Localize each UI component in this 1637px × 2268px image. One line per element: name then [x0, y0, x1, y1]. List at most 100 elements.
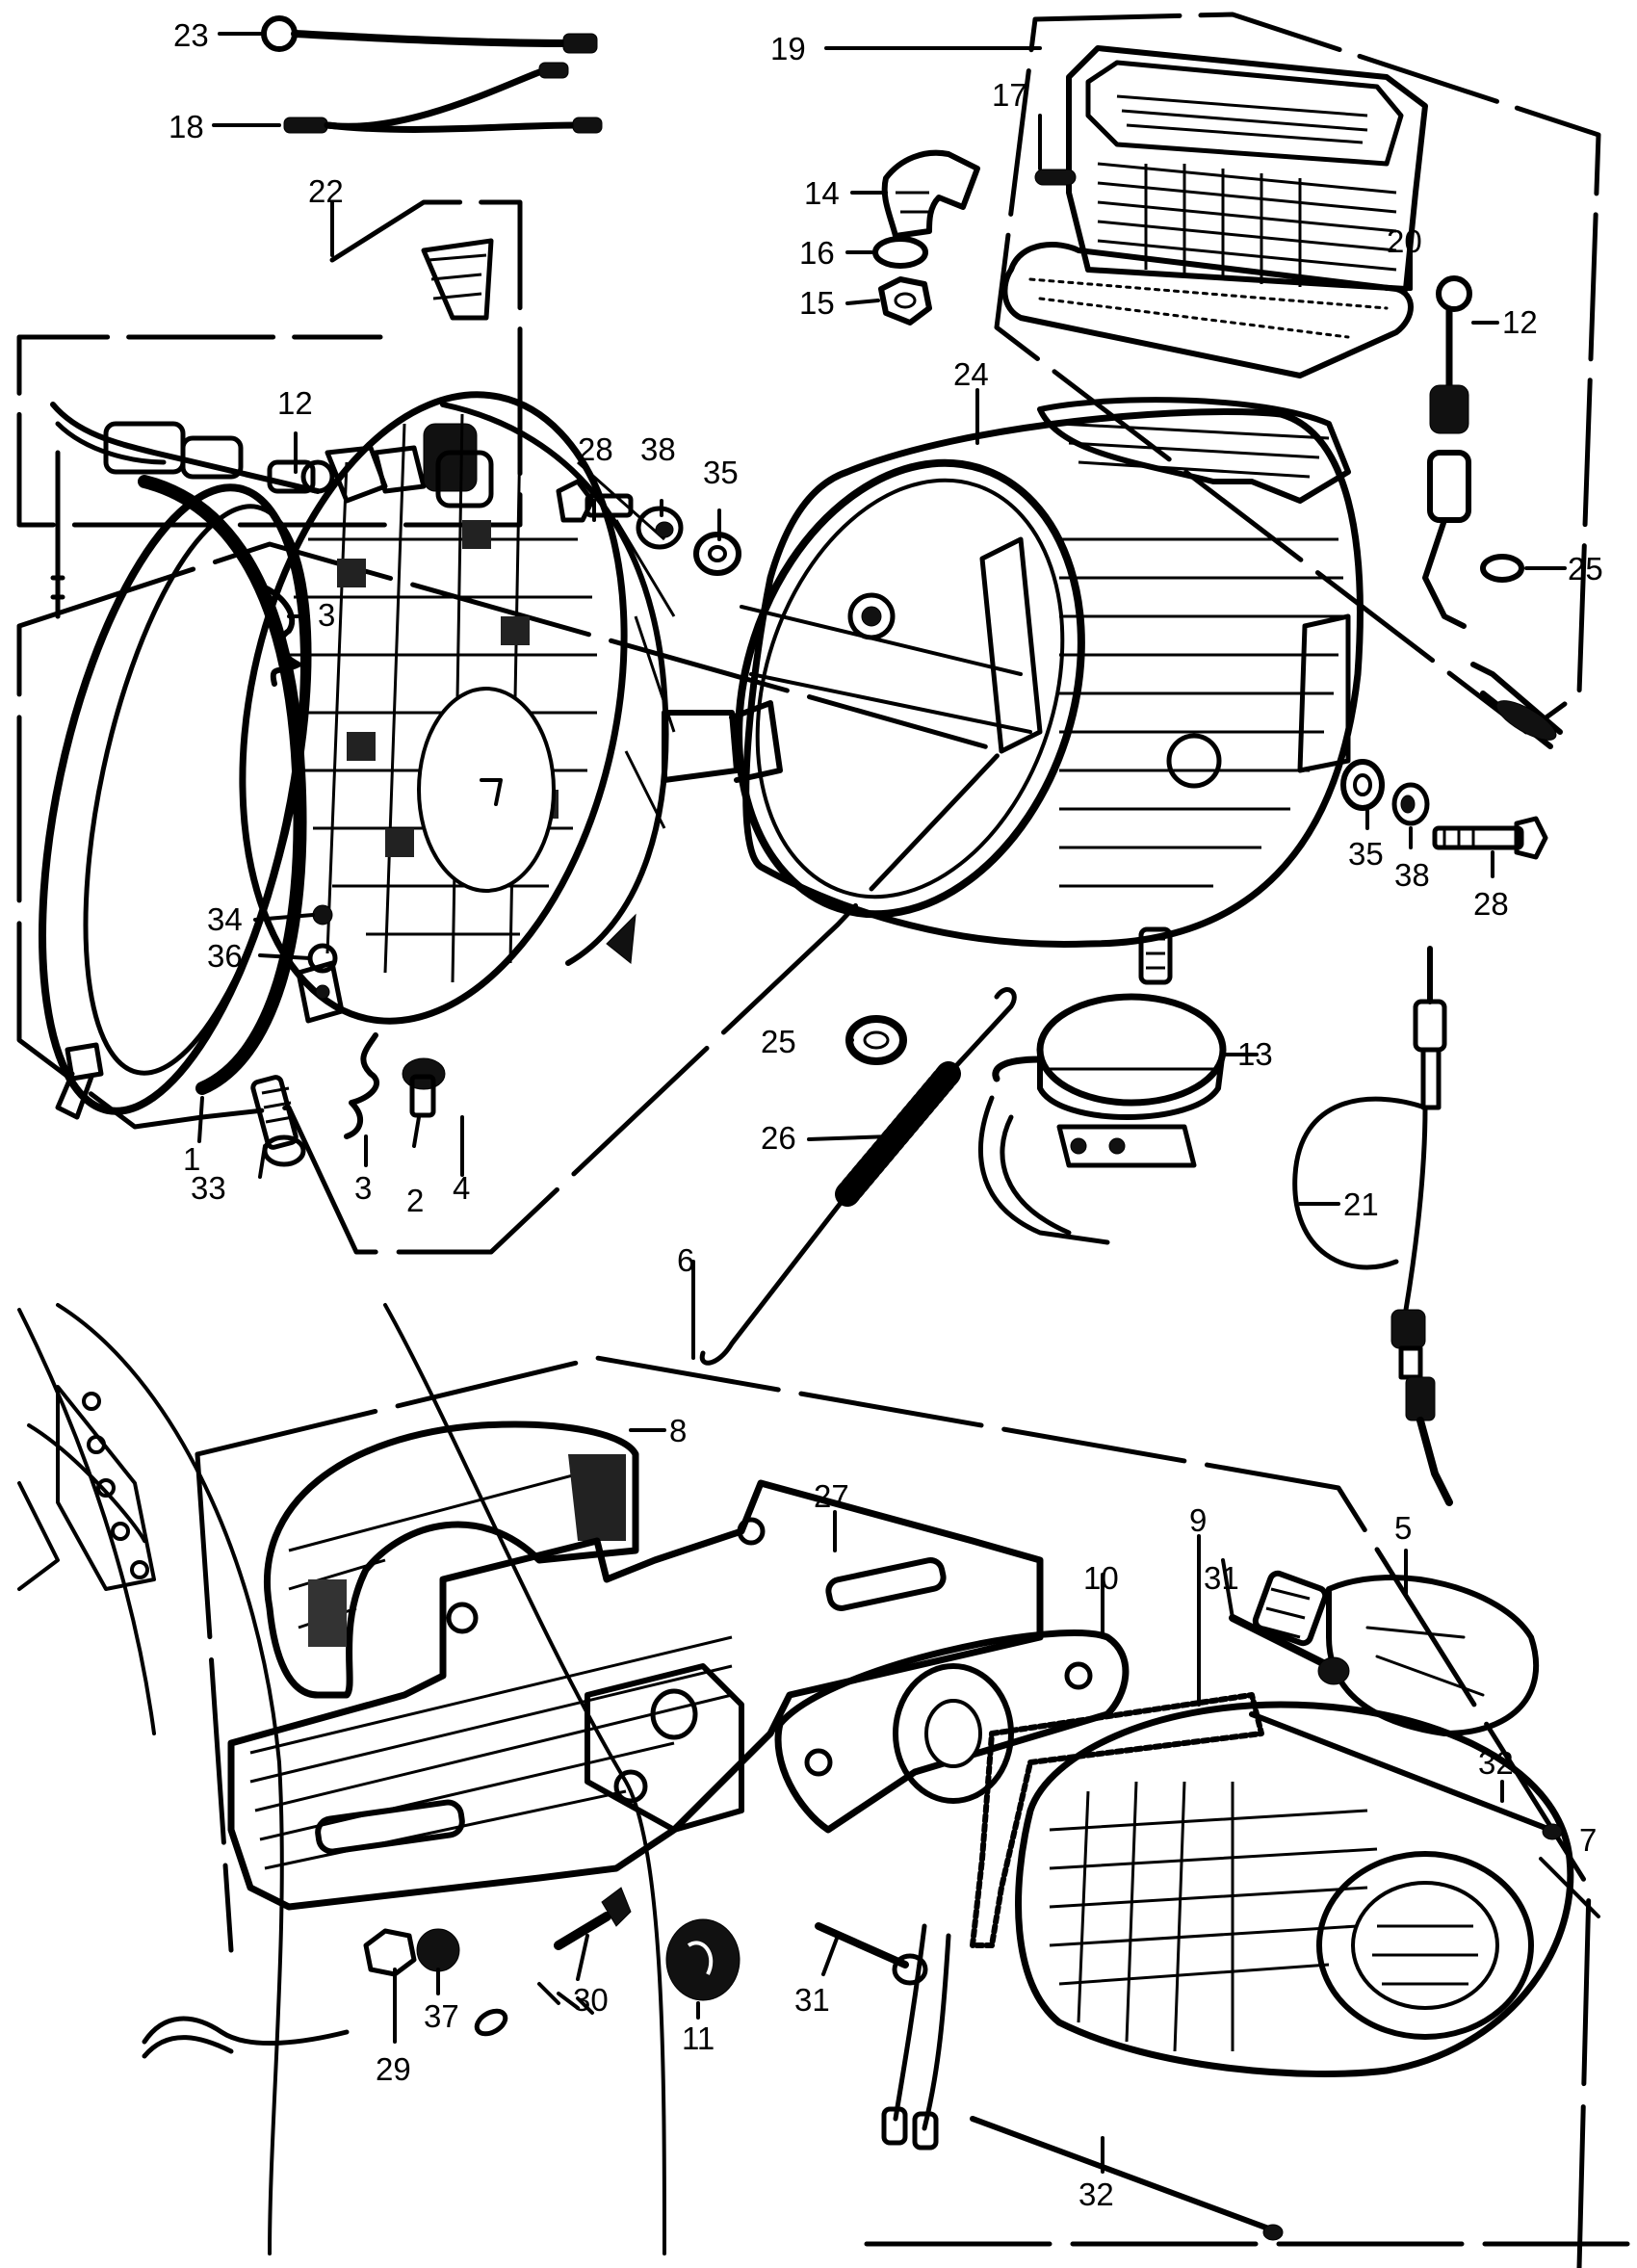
washer-37: [416, 1928, 460, 1972]
lamp-leads: [881, 1923, 951, 2151]
number-plate-bracket-27: [227, 1479, 1044, 1911]
callout-36: 36: [207, 938, 243, 974]
callout-32-upper: 32: [1478, 1745, 1514, 1781]
group-outline-19: [994, 12, 1601, 735]
callout-7: 7: [1579, 1822, 1597, 1858]
group-outline-6: [195, 1355, 1630, 2268]
grommet-25-lower: [845, 1015, 907, 1065]
callout-11: 11: [682, 2020, 715, 2056]
tail-lens-8: [264, 1421, 639, 1699]
washer-35-lower: [1340, 759, 1385, 811]
washer-35-upper: [693, 532, 741, 576]
callout-2: 2: [406, 1183, 424, 1218]
callout-20: 20: [1387, 223, 1422, 259]
cable-21: [1292, 946, 1453, 1506]
lens-pattern: [289, 413, 597, 983]
wire-lead-23: [261, 15, 598, 54]
callout-23: 23: [173, 17, 209, 53]
rubber-plug-11: [665, 1918, 741, 2001]
callout-19: 19: [770, 31, 806, 66]
bolt-28-lower: [1432, 816, 1548, 860]
callout-22: 22: [308, 173, 344, 209]
cable-elbow-14: [881, 149, 980, 239]
callout-1: 1: [183, 1141, 200, 1177]
gasket-20: [1001, 242, 1414, 378]
callout-12-left: 12: [277, 385, 313, 421]
callout-4: 4: [453, 1170, 470, 1206]
tail-lamp-lens-7: [1015, 1701, 1574, 2077]
headlamp-shell-24: [735, 397, 1364, 948]
callout-10: 10: [1083, 1560, 1119, 1596]
speedometer-housing-19: [1066, 45, 1428, 292]
bolt-30: [554, 1887, 632, 1950]
callout-18: 18: [169, 109, 204, 144]
callout-21: 21: [1343, 1186, 1379, 1222]
washer-16: [872, 236, 928, 269]
callout-3-upper: 3: [318, 597, 335, 633]
callout-26: 26: [761, 1120, 796, 1156]
callout-35-lower: 35: [1348, 836, 1384, 872]
nut-15: [878, 276, 932, 326]
callout-27: 27: [814, 1478, 849, 1514]
grommet-25-upper: [1480, 554, 1524, 583]
callout-16: 16: [799, 235, 835, 271]
screw-31-upper: [1229, 1614, 1350, 1685]
callout-31-lower: 31: [794, 1982, 830, 2018]
callout-28-upper: 28: [578, 431, 613, 467]
callout-25-lower: 25: [761, 1024, 796, 1059]
callout-37: 37: [424, 1998, 459, 2034]
spring-clip-3-lower: [344, 1032, 379, 1139]
callout-33: 33: [191, 1170, 226, 1206]
callout-6: 6: [677, 1242, 694, 1278]
callout-5: 5: [1394, 1510, 1412, 1546]
group-outline-headlamp: [16, 541, 1004, 1255]
callout-38-lower: 38: [1394, 857, 1430, 893]
pin-17: [1034, 169, 1077, 186]
washer-38-lower: [1391, 782, 1430, 826]
screw-33-upper: [55, 1042, 104, 1120]
callout-38-upper: 38: [640, 431, 676, 467]
callout-35-upper: 35: [703, 455, 739, 490]
callout-28-lower: 28: [1473, 886, 1509, 922]
callout-13: 13: [1237, 1036, 1273, 1072]
group-outline-22: [16, 199, 523, 528]
callout-25-upper: 25: [1568, 551, 1603, 587]
wire-lead-18: [283, 62, 603, 134]
screw-32-lower: [970, 2116, 1284, 2241]
screw-2: [402, 1057, 446, 1118]
callout-31-upper: 31: [1204, 1560, 1239, 1596]
headlamp-rim-1: [39, 475, 345, 1115]
callout-15: 15: [799, 285, 835, 321]
leader-lines: [197, 32, 1600, 2174]
callout-30: 30: [573, 1982, 609, 2018]
fender-outline: [17, 1303, 666, 2255]
lamp-base-10: [774, 1629, 1130, 1834]
harness-connector-22: [50, 238, 494, 619]
callout-labels: 23 18 19 17 14 16 15 20 12 22 12 24 28 3…: [169, 17, 1603, 2212]
callout-12-right: 12: [1502, 304, 1538, 340]
mounting-plate: [585, 1663, 744, 1833]
fender-bolt-holes: [82, 1392, 149, 1579]
nut-29: [363, 1928, 417, 1977]
callout-34: 34: [207, 901, 243, 937]
callout-24: 24: [953, 356, 989, 392]
callout-17: 17: [992, 77, 1027, 113]
bulb-5: [1252, 1570, 1539, 1736]
switch-13: [978, 926, 1227, 1245]
spring-clip-3-upper: [262, 585, 301, 687]
callout-29: 29: [376, 2051, 411, 2087]
callout-14: 14: [804, 175, 840, 211]
spring-26: [699, 987, 1017, 1366]
bolt-28-upper: [556, 479, 634, 523]
callout-32-lower: 32: [1078, 2177, 1114, 2212]
tail-wire: [142, 1982, 594, 2059]
nut-34: [312, 904, 333, 925]
screw-33-lower: [250, 1075, 306, 1167]
callout-8: 8: [669, 1413, 687, 1448]
screw-32-upper: [1249, 1711, 1563, 1840]
screw-31-lower: [815, 1922, 928, 1986]
wire-terminal-12: [1422, 275, 1563, 749]
callout-9: 9: [1189, 1502, 1207, 1538]
